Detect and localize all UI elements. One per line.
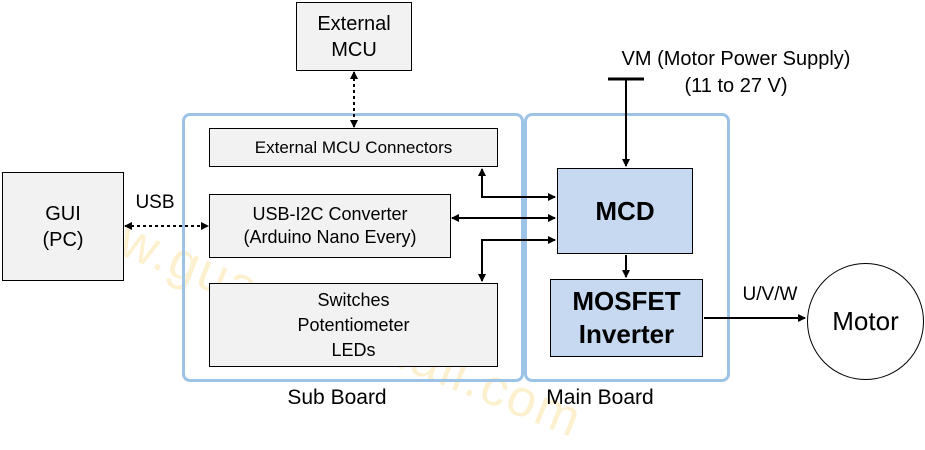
mosfet-inverter-block: MOSFET Inverter [550,279,703,357]
vm-supply-label: VM (Motor Power Supply) (11 to 27 V) [621,48,851,97]
usb-label: USB [135,192,175,213]
external-mcu-block: External MCU [296,2,412,71]
usb-i2c-converter-block: USB-I2C Converter (Arduino Nano Every) [209,194,451,258]
mcd-block: MCD [557,168,693,254]
sub-board-label: Sub Board [287,386,387,409]
gui-pc-block: GUI (PC) [2,172,124,281]
switches-potentiometer-leds-block: Switches Potentiometer LEDs [209,283,498,367]
uvw-label: U/V/W [742,284,798,305]
main-board-label: Main Board [546,386,654,409]
external-mcu-connectors-block: External MCU Connectors [209,128,498,167]
motor-circle: Motor [807,263,924,380]
